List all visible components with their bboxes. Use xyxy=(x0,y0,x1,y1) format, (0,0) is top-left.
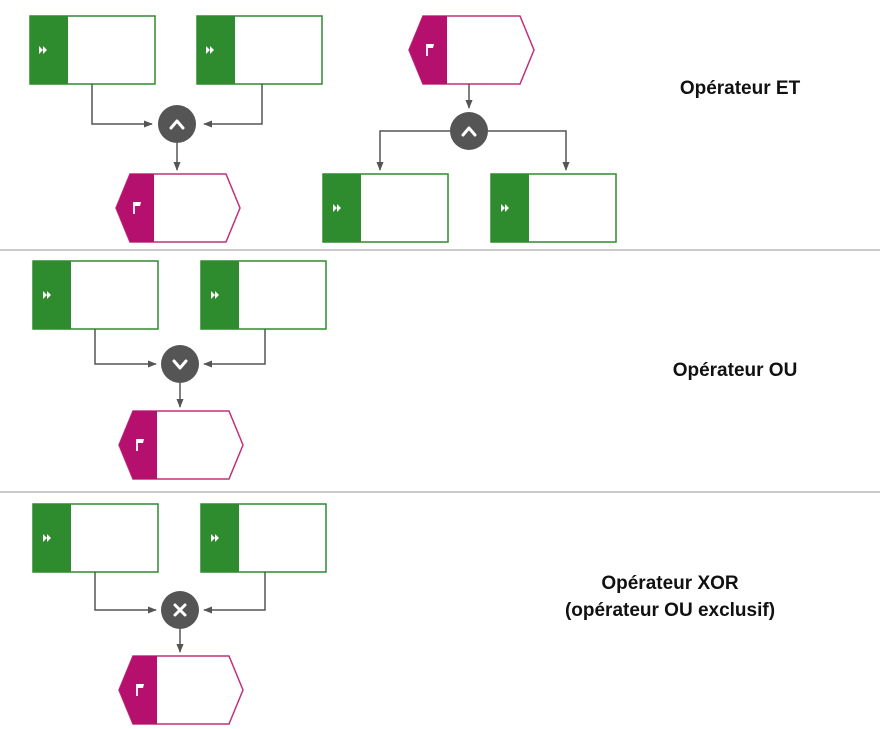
x-icon xyxy=(173,603,187,617)
function-box[interactable] xyxy=(200,503,327,573)
connector-line xyxy=(376,130,450,171)
caret-up-icon xyxy=(169,119,185,130)
event-box[interactable] xyxy=(115,173,241,243)
section-label-subtitle: (opérateur OU exclusif) xyxy=(565,600,775,621)
and-operator[interactable] xyxy=(158,105,196,143)
or-operator[interactable] xyxy=(161,345,199,383)
function-box[interactable] xyxy=(29,15,156,85)
connector-line xyxy=(94,572,157,614)
function-box[interactable] xyxy=(200,260,327,330)
xor-operator[interactable] xyxy=(161,591,199,629)
function-box[interactable] xyxy=(32,503,159,573)
connector-line xyxy=(94,329,157,368)
connector-line xyxy=(203,329,266,368)
function-box[interactable] xyxy=(196,15,323,85)
and-operator[interactable] xyxy=(450,112,488,150)
function-box[interactable] xyxy=(32,260,159,330)
caret-up-icon xyxy=(461,126,477,137)
connector-line xyxy=(91,84,153,128)
section-label: Opérateur OU xyxy=(673,360,798,381)
section-xor: Opérateur XOR (opérateur OU exclusif) xyxy=(32,503,775,725)
connector-line xyxy=(488,130,570,171)
section-and: Opérateur ET xyxy=(29,15,801,243)
event-box[interactable] xyxy=(408,15,535,85)
function-box[interactable] xyxy=(490,173,617,243)
event-box[interactable] xyxy=(118,655,244,725)
chevron-down-icon xyxy=(172,359,188,370)
function-box[interactable] xyxy=(322,173,449,243)
section-or: Opérateur OU xyxy=(32,260,798,480)
event-box[interactable] xyxy=(118,410,244,480)
section-label: Opérateur XOR xyxy=(601,573,739,594)
connector-line xyxy=(203,84,263,128)
section-label: Opérateur ET xyxy=(680,78,801,99)
connector-line xyxy=(203,572,266,614)
